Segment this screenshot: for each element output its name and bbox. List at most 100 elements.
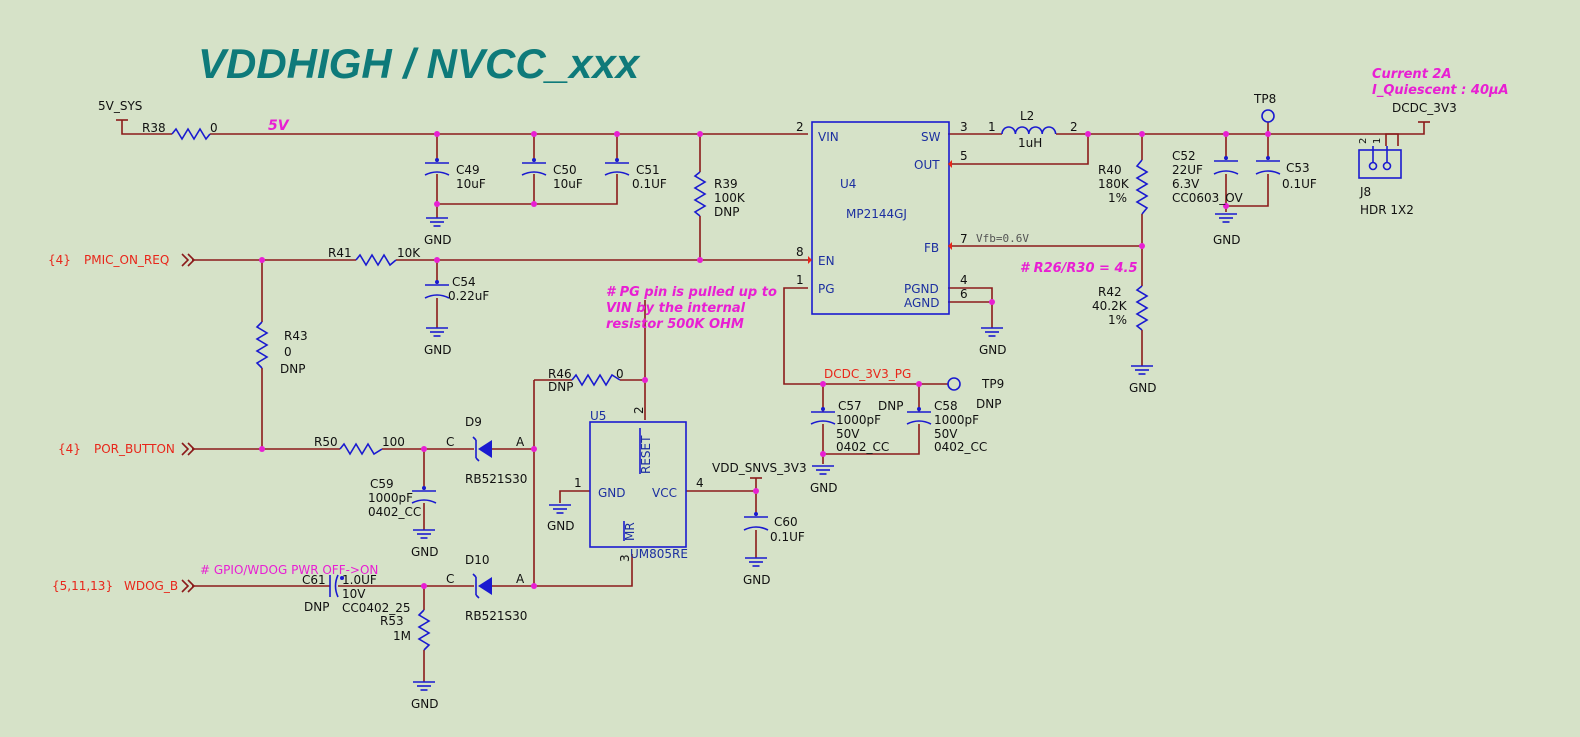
resistor-r40[interactable]: R40 180K 1% <box>1098 159 1149 215</box>
r39-value: 100K <box>714 191 746 205</box>
r50-value: 100 <box>382 435 405 449</box>
r41-ref: R41 <box>328 246 352 260</box>
l2-pin2: 2 <box>1070 120 1078 134</box>
d9-ref: D9 <box>465 415 482 429</box>
gnd-label-7: GND <box>547 519 575 533</box>
c49-ref: C49 <box>456 163 480 177</box>
capacitor-c50[interactable]: C50 10uF <box>521 158 583 191</box>
capacitor-c61[interactable]: C61 DNP 1.0UF 10V CC0402_25 <box>302 573 411 615</box>
resistor-r53[interactable]: R53 1M <box>380 609 431 651</box>
capacitor-c51[interactable]: C51 0.1UF <box>604 158 667 191</box>
net-dcdc-3v3: DCDC_3V3 <box>1392 101 1457 115</box>
gnd-label-8: GND <box>411 545 439 559</box>
net-5v-sys: 5V_SYS <box>98 99 142 113</box>
u4-ref: U4 <box>840 177 856 191</box>
u5-ref: U5 <box>590 409 606 423</box>
note-pg-1: # PG pin is pulled up to <box>606 285 777 300</box>
junctions <box>259 131 1271 589</box>
c52-voltage: 6.3V <box>1172 177 1200 191</box>
resistor-r38[interactable]: R38 0 <box>142 121 218 141</box>
note-quiescent: I_Quiescent : 40μA <box>1372 83 1509 98</box>
capacitor-c59[interactable]: C59 1000pF 0402_CC <box>368 477 437 519</box>
c58-value: 1000pF <box>934 413 979 427</box>
j8-pin1: 1 <box>1372 138 1383 144</box>
vfb-note: Vfb=0.6V <box>976 232 1029 245</box>
inductor-l2[interactable]: L2 1uH 1 2 <box>988 109 1078 150</box>
c58-voltage: 50V <box>934 427 958 441</box>
d10-cathode: C <box>446 572 454 586</box>
c51-value: 0.1UF <box>632 177 667 191</box>
u5-pin-gnd: GND <box>598 486 626 500</box>
capacitor-c54[interactable]: C54 0.22uF <box>424 275 489 303</box>
resistor-r39[interactable]: R39 100K DNP <box>693 171 746 219</box>
gnd-label-5: GND <box>1213 233 1241 247</box>
u4-pin-2: 2 <box>796 120 804 134</box>
diode-d9[interactable]: D9 C A RB521S30 <box>446 415 527 486</box>
r42-tol: 1% <box>1108 313 1127 327</box>
u5-pin-2: 2 <box>632 406 646 414</box>
capacitor-c52[interactable]: C52 22UF 6.3V CC0603_OV <box>1172 149 1244 205</box>
gnd-label-1: GND <box>424 233 452 247</box>
gnd-label-9: GND <box>743 573 771 587</box>
resistor-r50[interactable]: R50 100 <box>314 435 405 456</box>
d10-ref: D10 <box>465 553 490 567</box>
c57-dnp: DNP <box>878 399 903 413</box>
capacitor-c53[interactable]: C53 0.1UF <box>1255 156 1317 191</box>
capacitor-c58[interactable]: C58 1000pF 50V 0402_CC <box>906 399 987 454</box>
r46-ref: R46 <box>548 367 572 381</box>
port-wdog-b[interactable]: {5,11,13} WDOG_B <box>52 579 196 593</box>
r42-value: 40.2K <box>1092 299 1128 313</box>
c54-ref: C54 <box>452 275 476 289</box>
c52-ref: C52 <box>1172 149 1196 163</box>
capacitor-c49[interactable]: C49 10uF <box>424 158 486 191</box>
r42-ref: R42 <box>1098 285 1122 299</box>
c59-ref: C59 <box>370 477 394 491</box>
connector-j8[interactable]: J8 HDR 1X2 2 1 <box>1358 138 1414 217</box>
testpoint-tp9[interactable]: TP9 DNP <box>947 377 1004 411</box>
c53-ref: C53 <box>1286 161 1310 175</box>
u4-pin-5: 5 <box>960 149 968 163</box>
resistor-r41[interactable]: R41 10K <box>328 246 421 267</box>
resistor-r42[interactable]: R42 40.2K 1% <box>1092 285 1149 331</box>
u4-pin-en: EN <box>818 254 835 268</box>
c60-ref: C60 <box>774 515 798 529</box>
por-ref: {4} <box>58 442 81 456</box>
resistor-r46[interactable]: R46 0 DNP <box>548 367 624 394</box>
testpoint-tp8[interactable]: TP8 <box>1253 92 1276 123</box>
c59-package: 0402_CC <box>368 505 421 519</box>
capacitor-c60[interactable]: C60 0.1UF <box>743 512 805 544</box>
l2-ref: L2 <box>1020 109 1034 123</box>
c49-value: 10uF <box>456 177 486 191</box>
gnd-label-6: GND <box>810 481 838 495</box>
power-flag-dcdc-3v3: DCDC_3V3 <box>1392 101 1457 123</box>
c52-value: 22UF <box>1172 163 1203 177</box>
port-pmic-on-req[interactable]: {4} PMIC_ON_REQ <box>48 253 196 267</box>
c60-value: 0.1UF <box>770 530 805 544</box>
pmic-ref: {4} <box>48 253 71 267</box>
port-por-button[interactable]: {4} POR_BUTTON <box>58 442 196 456</box>
u4-pin-agnd: AGND <box>904 296 940 310</box>
r38-ref: R38 <box>142 121 166 135</box>
capacitor-c57[interactable]: C57 DNP 1000pF 50V 0402_CC <box>810 399 903 454</box>
gnd-label-4: GND <box>1129 381 1157 395</box>
resistor-r43[interactable]: R43 0 DNP <box>255 321 308 376</box>
tp9-ref: TP9 <box>981 377 1004 391</box>
diode-d10[interactable]: D10 C A RB521S30 <box>446 553 527 623</box>
c57-package: 0402_CC <box>836 440 889 454</box>
ic-u5-um805re[interactable]: U5 UM805RE GND VCC RESET MR 2 1 4 3 <box>574 406 704 562</box>
d9-value: RB521S30 <box>465 472 527 486</box>
u5-pin-mr: MR <box>623 522 637 541</box>
d10-anode: A <box>516 572 525 586</box>
c57-voltage: 50V <box>836 427 860 441</box>
r43-value: 0 <box>284 345 292 359</box>
u4-pin-4: 4 <box>960 273 968 287</box>
net-pmic-on-req: PMIC_ON_REQ <box>84 253 169 267</box>
r46-value: 0 <box>616 367 624 381</box>
u4-part: MP2144GJ <box>846 207 907 221</box>
ic-u4-mp2144gj[interactable]: U4 MP2144GJ VIN EN PG SW OUT FB PGND AGN… <box>796 120 968 315</box>
u4-pin-vin: VIN <box>818 130 839 144</box>
r46-dnp: DNP <box>548 380 573 394</box>
c61-package: CC0402_25 <box>342 601 411 615</box>
c61-dnp: DNP <box>304 600 329 614</box>
